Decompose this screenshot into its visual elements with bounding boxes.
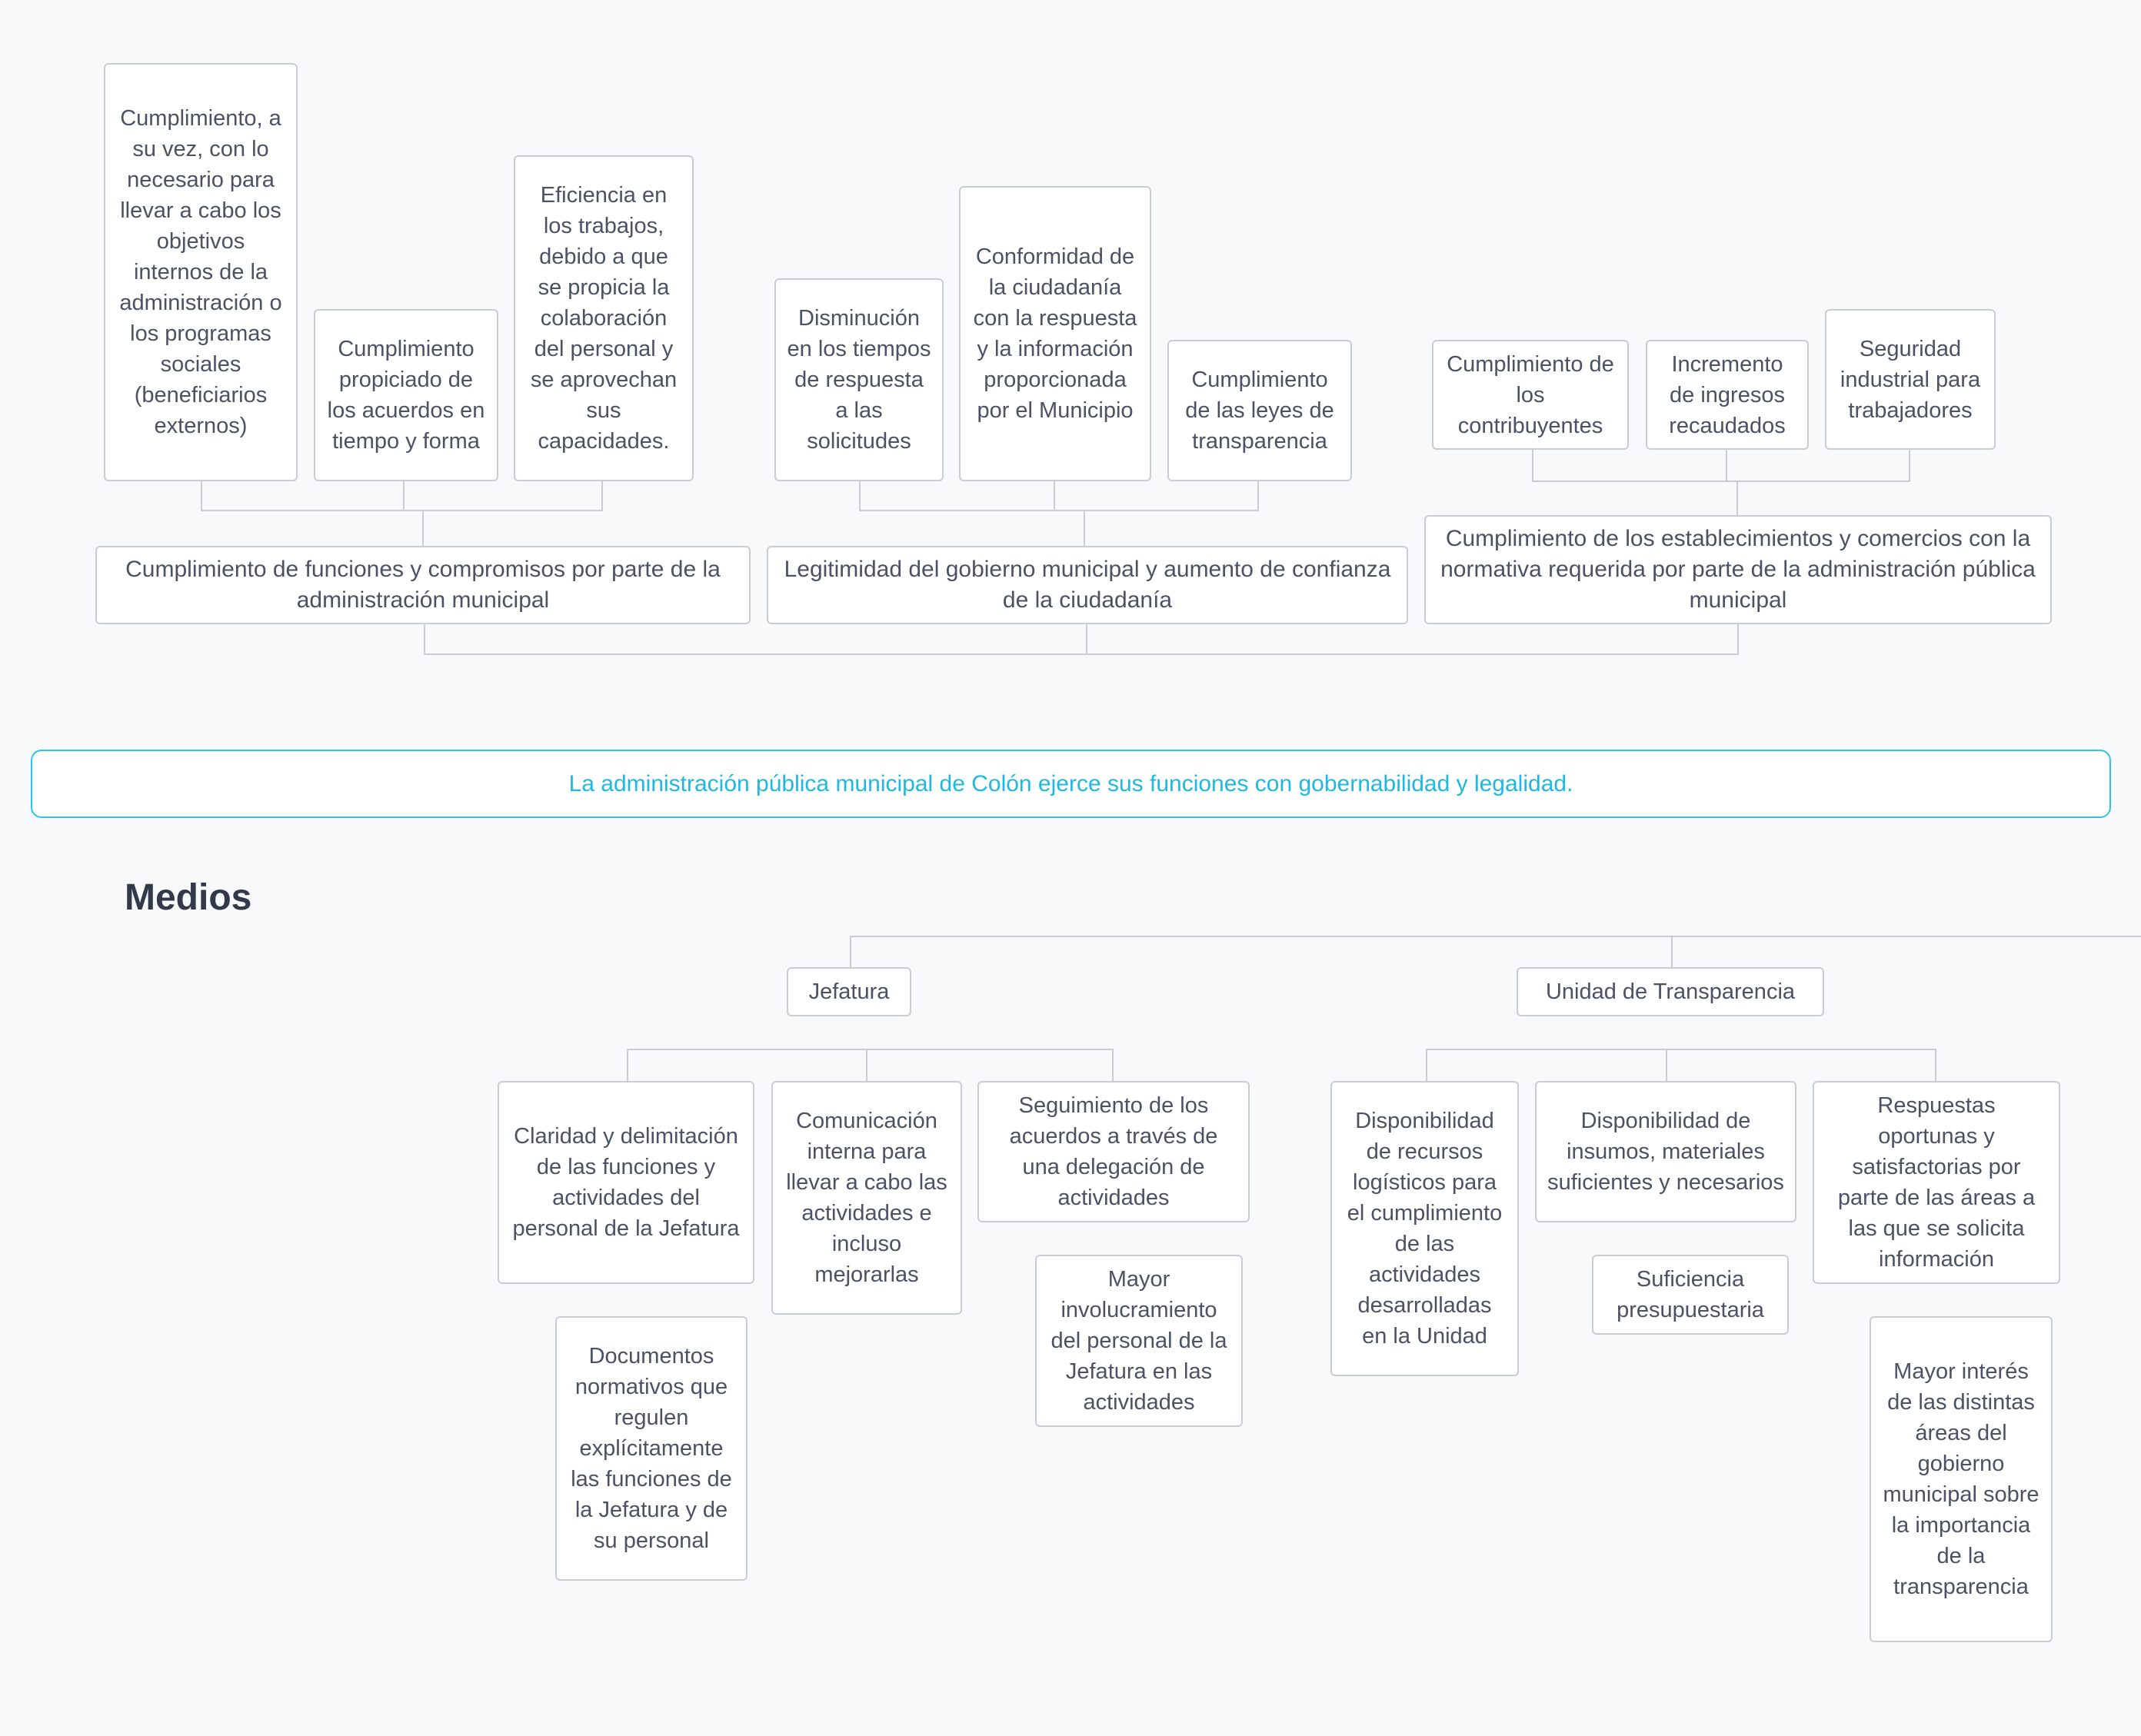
medio-node[interactable]: Disponibilidad de recursos logísticos pa… (1330, 1081, 1519, 1376)
effect-node[interactable]: Disminución en los tiempos de respuesta … (774, 278, 944, 481)
effect-node[interactable]: Incremento de ingresos recaudados (1646, 340, 1809, 450)
effect-node[interactable]: Cumplimiento, a su vez, con lo necesario… (104, 63, 298, 481)
connector-jefatura (627, 1049, 1114, 1081)
effect-node[interactable]: Cumplimiento de las leyes de transparenc… (1167, 340, 1352, 481)
effect-parent-node[interactable]: Cumplimiento de funciones y compromisos … (95, 546, 751, 624)
medio-node[interactable]: Suficiencia presupuestaria (1592, 1255, 1789, 1335)
effect-parent-node[interactable]: Cumplimiento de los establecimientos y c… (1424, 515, 2052, 624)
medio-node[interactable]: Mayor involucramiento del personal de la… (1035, 1255, 1243, 1427)
medio-node[interactable]: Respuestas oportunas y satisfactorias po… (1813, 1081, 2060, 1284)
branch-jefatura[interactable]: Jefatura (787, 967, 911, 1016)
effect-node[interactable]: Cumplimiento propiciado de los acuerdos … (314, 309, 498, 481)
effect-parent-node[interactable]: Legitimidad del gobierno municipal y aum… (767, 546, 1408, 624)
section-title-medios: Medios (125, 877, 252, 918)
central-objective-node[interactable]: La administración pública municipal de C… (31, 750, 2111, 818)
medio-node[interactable]: Seguimiento de los acuerdos a través de … (977, 1081, 1250, 1222)
medio-node[interactable]: Documentos normativos que regulen explíc… (555, 1316, 748, 1581)
effect-node[interactable]: Eficiencia en los trabajos, debido a que… (514, 155, 694, 481)
medio-node[interactable]: Comunicación interna para llevar a cabo … (771, 1081, 962, 1315)
connector-transparencia (1426, 1049, 1936, 1081)
medio-node[interactable]: Mayor interés de las distintas áreas del… (1870, 1316, 2053, 1642)
connector-group1 (201, 481, 603, 511)
connector-medios (850, 936, 2141, 967)
connector-group3 (1532, 450, 1910, 482)
effect-node[interactable]: Cumplimiento de los contribuyentes (1432, 340, 1629, 450)
effect-node[interactable]: Conformidad de la ciudadanía con la resp… (959, 186, 1151, 481)
connector-group2 (859, 481, 1259, 511)
medio-node[interactable]: Claridad y delimitación de las funciones… (498, 1081, 754, 1284)
medio-node[interactable]: Disponibilidad de insumos, materiales su… (1535, 1081, 1796, 1222)
effect-node[interactable]: Seguridad industrial para trabajadores (1825, 309, 1996, 450)
branch-unidad-transparencia[interactable]: Unidad de Transparencia (1517, 967, 1824, 1016)
connector-parents (424, 624, 1739, 655)
